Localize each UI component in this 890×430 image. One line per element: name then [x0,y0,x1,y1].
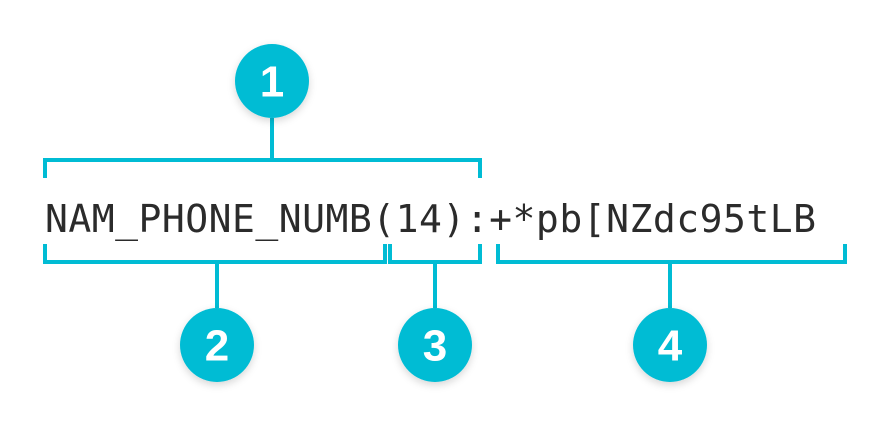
segment-4-group: 4 [496,244,847,382]
marker-label-1: 1 [260,58,284,107]
bracket-4 [496,244,847,264]
segment-3-group: 3 [388,244,482,382]
bracket-3 [388,244,482,264]
marker-circle-2[interactable] [180,308,254,382]
bracket-2 [43,244,387,264]
segment-2-group: 2 [43,244,387,382]
marker-circle-4[interactable] [633,308,707,382]
marker-label-4: 4 [658,322,683,371]
segment-1-group: 1 [43,44,482,178]
marker-label-3: 3 [423,322,447,371]
bracket-1 [43,158,482,178]
marker-circle-3[interactable] [398,308,472,382]
marker-label-2: 2 [205,322,229,371]
marker-circle-1[interactable] [235,44,309,118]
code-string-text: NAM_PHONE_NUMB(14):+*pb[NZdc95tLB [45,197,816,242]
